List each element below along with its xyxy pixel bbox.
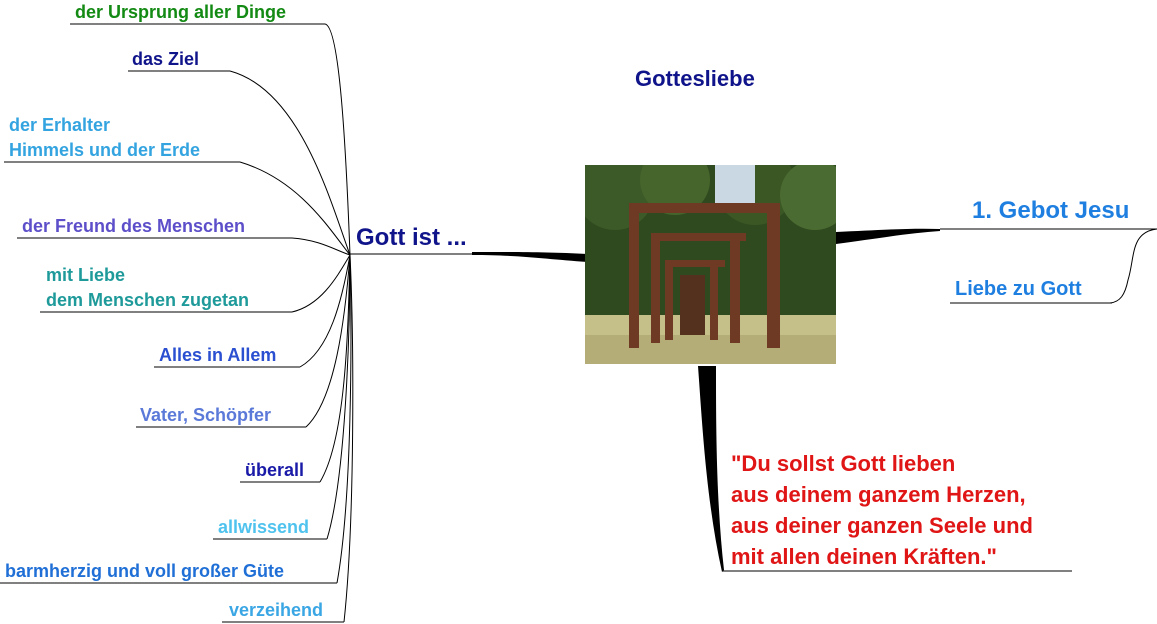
diagram-title: Gottesliebe xyxy=(635,66,755,91)
gebot-sub-label: Liebe zu Gott xyxy=(955,278,1082,300)
quote-line: mit allen deinen Kräften." xyxy=(731,544,997,569)
branch-hub-to-image xyxy=(472,252,588,262)
quote-line: aus deinem ganzem Herzen, xyxy=(731,482,1026,507)
attribute-label: Vater, Schöpfer xyxy=(140,405,272,425)
branch-image-to-gebot xyxy=(836,228,940,244)
attribute-label: barmherzig und voll großer Güte xyxy=(5,561,285,581)
attribute-label: der Freund des Menschen xyxy=(22,216,246,236)
attribute-label: der Ursprung aller Dinge xyxy=(75,2,287,22)
attribute-label: das Ziel xyxy=(132,49,200,69)
attribute-label: Alles in Allem xyxy=(159,345,277,365)
branch-image-to-quote xyxy=(698,366,724,572)
quote-line: aus deiner ganzen Seele und xyxy=(731,513,1033,538)
attribute-connectors xyxy=(0,23,354,623)
quote-line: "Du sollst Gott lieben xyxy=(731,451,956,476)
attribute-label: überall xyxy=(245,460,305,480)
gebot-label: 1. Gebot Jesu xyxy=(972,197,1130,224)
steel-gate-sculpture-photo xyxy=(585,165,836,364)
attribute-label: der Erhalter Himmels und der Erde xyxy=(9,115,201,160)
attribute-label: allwissend xyxy=(218,517,310,537)
branch-gebot-to-sub xyxy=(1109,228,1157,304)
attribute-label: verzeihend xyxy=(229,600,324,620)
commandment-quote: "Du sollst Gott lieben aus deinem ganzem… xyxy=(731,448,1033,572)
attribute-label: mit Liebe dem Menschen zugetan xyxy=(46,265,250,310)
hub-label: Gott ist ... xyxy=(356,224,467,251)
